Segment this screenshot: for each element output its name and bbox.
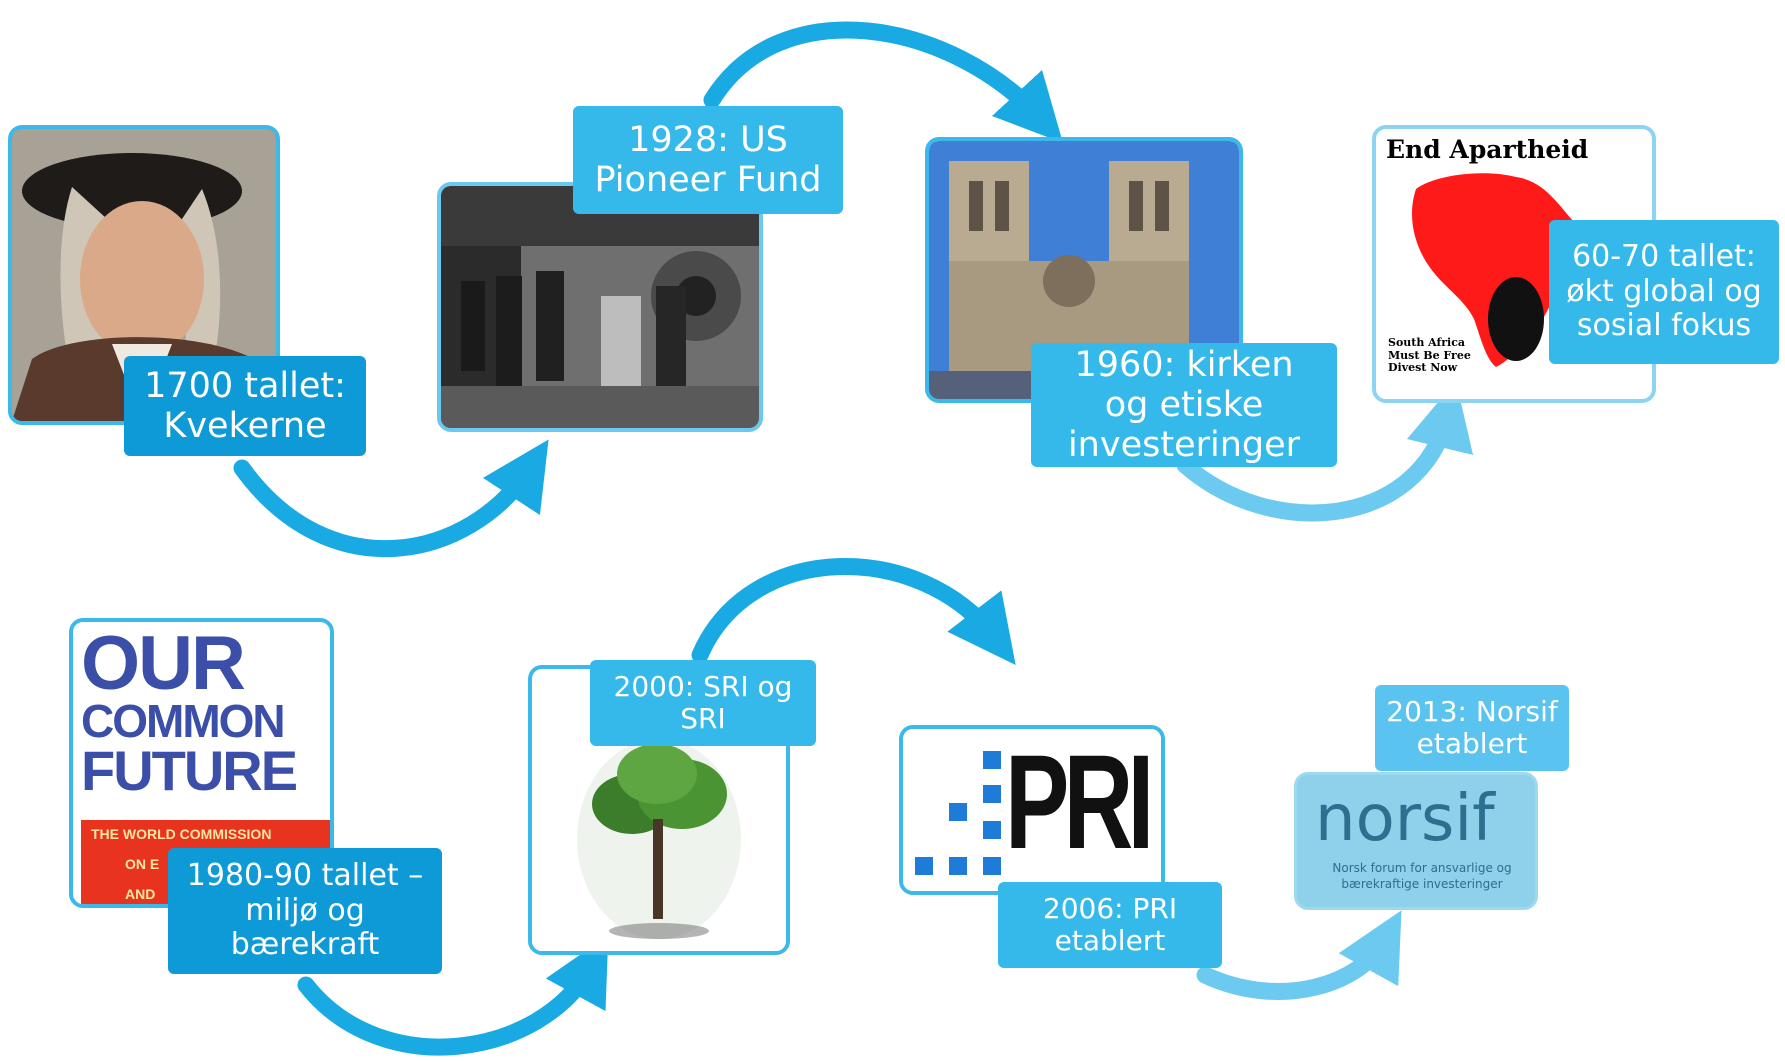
arrow-pri-to-norsif [1196,910,1402,1000]
pri-logo-card: PRI [899,725,1165,895]
cover-band-line-1: THE WORLD COMMISSION [91,826,272,842]
label-pri: 2006: PRI etablert [998,882,1222,968]
label-pioneer-fund: 1928: US Pioneer Fund [573,106,843,214]
pioneer-fund-photo-image [441,186,759,428]
pri-logo-image [903,729,1161,891]
label-quakers: 1700 tallet: Kvekerne [124,356,366,456]
pri-logo-text: PRI [1005,728,1154,877]
label-norsif: 2013: Norsif etablert [1375,685,1569,771]
africa-map-shape [1411,173,1582,367]
norsif-logo-card: norsif Norsk forum for ansvarlige og bær… [1294,772,1538,910]
label-apartheid: 60-70 tallet: økt global og sosial fokus [1549,220,1779,364]
label-brundtland: 1980-90 tallet – miljø og bærekraft [168,848,442,974]
arrow-sri-to-pri [691,558,1016,665]
cover-band-line-2: ON E [125,856,160,872]
label-sri: 2000: SRI og SRI [590,660,816,746]
cover-band-line-3: AND [125,886,156,902]
arrow-quakers-to-pioneer [233,439,549,558]
apartheid-poster-title: End Apartheid [1386,135,1589,164]
norsif-logo-name: norsif [1315,782,1495,856]
cover-line-our: OUR [81,621,246,706]
cover-line-common: COMMON [81,695,286,748]
apartheid-poster-caption: South Africa Must Be Free Divest Now [1388,336,1471,375]
norsif-logo-tagline: Norsk forum for ansvarlige og bærekrafti… [1332,861,1512,891]
arrow-brundtland-to-sri [297,935,609,1056]
label-church: 1960: kirken og etiske investeringer [1031,343,1337,467]
pioneer-fund-photo-card [437,182,763,432]
arrow-pioneer-to-church [703,21,1064,144]
arrow-church-to-apartheid [1176,380,1474,522]
cover-line-future: FUTURE [81,738,298,802]
